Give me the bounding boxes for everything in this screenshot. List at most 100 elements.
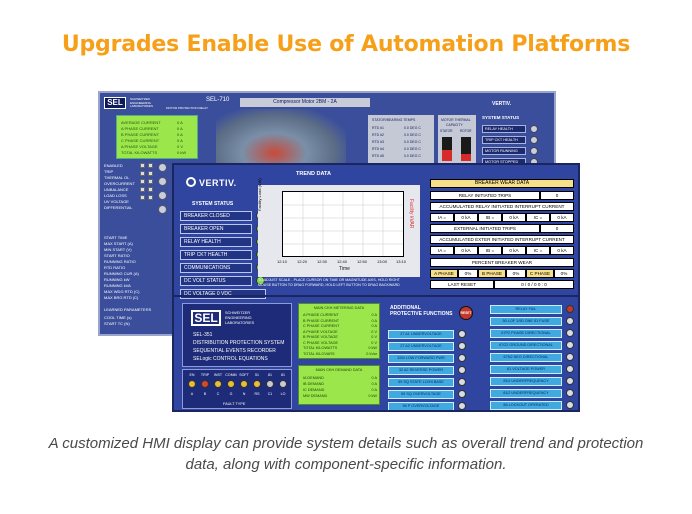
- status-relay-health[interactable]: RELAY HEALTH: [180, 237, 252, 247]
- b-phase-label: B PHASE: [478, 269, 506, 278]
- status-dot: [530, 125, 538, 133]
- prot-86-lockout[interactable]: 86 LOCKOUT OPERATED: [490, 401, 562, 410]
- prot-81u[interactable]: 81U UNDERFREQUENCY: [490, 377, 562, 386]
- ia-value: 0 kA: [454, 213, 478, 222]
- fault-led: [279, 380, 287, 388]
- prot-67n2[interactable]: 67N2 NEG DIRECTIONAL: [490, 353, 562, 362]
- accum-ext-label: ACCUMULATED EXTER INITIATED INTERRUPT CU…: [430, 235, 574, 244]
- accum-relay-label: ACCUMULATED RELAY INITIATED INTERRUPT CU…: [430, 202, 574, 211]
- status-breaker-closed[interactable]: BREAKER CLOSED: [180, 211, 252, 221]
- prot-50lof[interactable]: 50 LOF 1/50 ONE 51 FUSE: [490, 317, 562, 326]
- back-status-motor-running: MOTOR RUNNING: [482, 147, 526, 155]
- trend-grid: [283, 192, 403, 256]
- x-tick: 12:20: [297, 259, 308, 264]
- prot-led: [566, 401, 574, 409]
- prot-81-voltage[interactable]: 81 VOLTAGE POWER: [490, 365, 562, 374]
- back-status-relay-health: RELAY HEALTH: [482, 125, 526, 133]
- ext-trips-label: EXTERNAL INITIATED TRIPS: [430, 224, 540, 233]
- prot-led: [566, 377, 574, 385]
- prot-67g2[interactable]: 67G2 GROUND DIRECTIONAL: [490, 341, 562, 350]
- fault-led: [253, 380, 261, 388]
- prot-led: [566, 389, 574, 397]
- trend-y-label-left: Facility Load (KW): [257, 178, 262, 211]
- prot-led: [458, 342, 466, 350]
- status-dot: [530, 136, 538, 144]
- trend-plot[interactable]: [282, 191, 404, 257]
- sel-model: SEL-351: [193, 332, 213, 338]
- motor-title: Compressor Motor 2BM - 2A: [240, 98, 370, 107]
- vertiv-logo: VERTIV.: [492, 101, 511, 107]
- relay-model: SEL-710: [206, 97, 230, 103]
- dc-voltage-readout: DC VOLTAGE 0 VDC: [180, 289, 266, 299]
- prot-59sq-state[interactable]: 59 SQ STATE LO/HI BASE: [388, 378, 454, 387]
- prot-27a2[interactable]: 27 A2 UNDERVOLTAGE: [388, 342, 454, 351]
- relay-trips-value: 0: [540, 191, 574, 200]
- prot-led: [458, 390, 466, 398]
- sel-desc: DISTRIBUTION PROTECTION SYSTEM: [193, 340, 285, 346]
- sel-logo: SEL: [104, 97, 126, 109]
- status-communications[interactable]: COMMUNICATIONS: [180, 263, 252, 273]
- percent-wear-label: PERCENT BREAKER WEAR: [430, 258, 574, 267]
- ext-trips-value: 0: [540, 224, 574, 233]
- status-trip-ckt-health[interactable]: TRIP CKT HEALTH: [180, 250, 252, 260]
- prot-67p2[interactable]: 67P2 PHASE DIRECTIONAL: [490, 329, 562, 338]
- fault-led: [240, 380, 248, 388]
- prot-led: [566, 305, 574, 313]
- prot-81o[interactable]: 81O UNDERFREQUENCY: [490, 389, 562, 398]
- prot-led: [458, 354, 466, 362]
- ib-value: 0 kA: [502, 213, 526, 222]
- prot-32a2[interactable]: 32 A2 REVERSE POWER: [388, 366, 454, 375]
- ic-label: IC =: [526, 246, 550, 255]
- section-divider: [174, 295, 578, 297]
- ia-value: 0 kA: [454, 246, 478, 255]
- x-tick: 12:10: [277, 259, 288, 264]
- relay-subtitle: MOTOR PROTECTION RELAY: [166, 106, 209, 110]
- prot-led: [458, 402, 466, 410]
- sel-company: SCHWEITZER ENGINEERING LABORATORIES: [225, 311, 255, 325]
- prot-relay-fail[interactable]: RELAY FAIL: [490, 305, 562, 314]
- a-phase-wear: 0%: [458, 269, 478, 278]
- c-phase-label: C PHASE: [526, 269, 554, 278]
- b-phase-wear: 0%: [506, 269, 526, 278]
- x-tick: 13:10: [396, 259, 407, 264]
- a-phase-label: A PHASE: [430, 269, 458, 278]
- fault-led: [188, 380, 196, 388]
- prot-27a1[interactable]: 27 A1 UNDERVOLTAGE: [388, 330, 454, 339]
- ia-label: IA =: [430, 213, 454, 222]
- reset-button[interactable]: RESET: [459, 306, 473, 320]
- status-dc-volt[interactable]: DC VOLT STATUS: [180, 276, 252, 286]
- sel-351-info: SEL SCHWEITZER ENGINEERING LABORATORIES …: [182, 303, 292, 367]
- vertiv-mark-icon: [186, 177, 196, 187]
- protective-functions-title: ADDITIONAL PROTECTIVE FUNCTIONS: [390, 305, 453, 317]
- c-phase-wear: 0%: [554, 269, 574, 278]
- x-tick: 12:30: [317, 259, 328, 264]
- sel-logo: SEL: [191, 310, 221, 326]
- status-dot: [158, 205, 167, 214]
- breaker-wear-title: BREAKER WEAR DATA: [430, 179, 574, 188]
- vertiv-logo: VERTIV.: [186, 177, 237, 188]
- ic-label: IC =: [526, 213, 550, 222]
- relay-trips-label: RELAY INITIATED TRIPS: [430, 191, 540, 200]
- sel-desc: SEQUENTIAL EVENTS RECORDER: [193, 348, 276, 354]
- prot-59p[interactable]: 59 P OVERVOLTAGE: [388, 402, 454, 410]
- prot-32m[interactable]: 32M LOW FORWARD PWR: [388, 354, 454, 363]
- prot-led: [566, 329, 574, 337]
- back-status-trip-ckt: TRIP CKT HEALTH: [482, 136, 526, 144]
- fault-led: [227, 380, 235, 388]
- x-tick: 13:00: [377, 259, 388, 264]
- figure-caption: A customized HMI display can provide sys…: [48, 435, 644, 473]
- prot-59sq-ov[interactable]: 59 SQ OVERVOLTAGE: [388, 390, 454, 399]
- status-dot: [158, 163, 167, 172]
- fault-led: [201, 380, 209, 388]
- ia-label: IA =: [430, 246, 454, 255]
- trend-scale-note: TO ADJUST SCALE - PLACE CURSOR ON TIME O…: [258, 278, 400, 287]
- status-breaker-open[interactable]: BREAKER OPEN: [180, 224, 252, 234]
- prot-led: [566, 353, 574, 361]
- trend-title: TREND DATA: [296, 171, 331, 177]
- x-tick: 12:50: [357, 259, 368, 264]
- last-reset-value: 0 / 0 / 0 0 : 0: [494, 280, 574, 289]
